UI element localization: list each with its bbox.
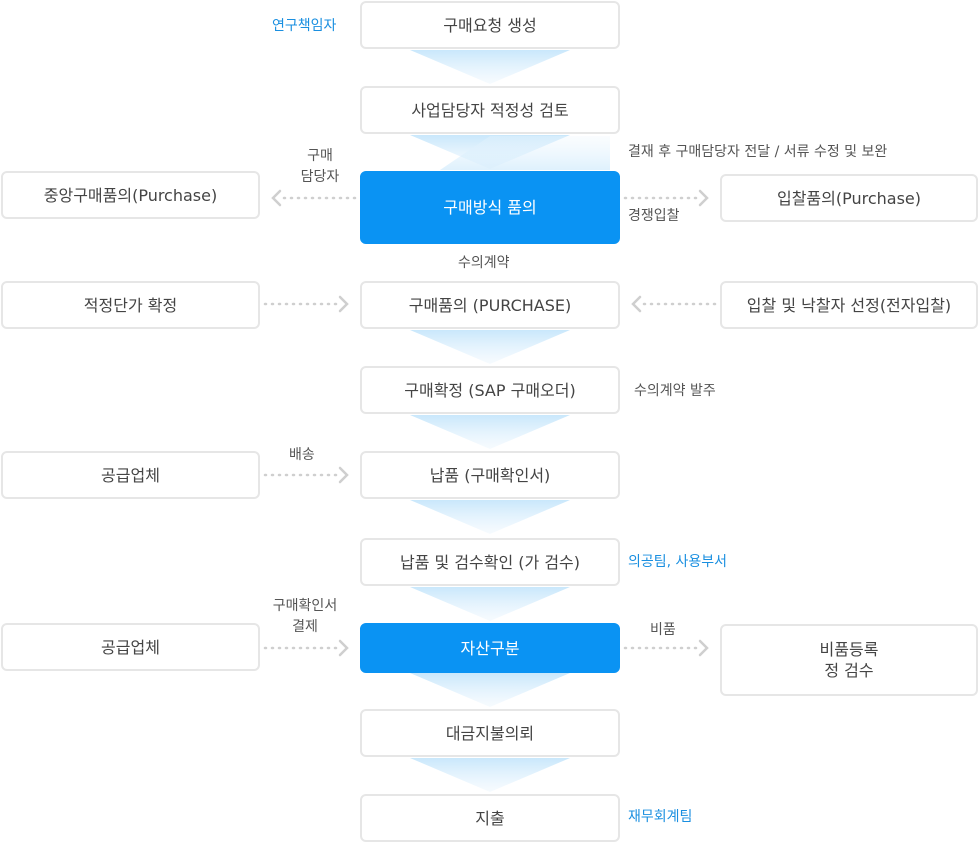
- arrowhead-right-icon: [338, 466, 349, 484]
- arrowhead-left-icon: [271, 189, 282, 207]
- arrowhead-right-icon: [698, 639, 709, 657]
- equipment-line-1: 비품등록: [819, 640, 879, 659]
- arrowhead-right-icon: [338, 639, 349, 657]
- step-purchase-method-approval: 구매방식 품의: [360, 171, 620, 244]
- step-purchase-approval: 구매품의 (PURCHASE): [360, 281, 620, 329]
- role-finance: 재무회계팀: [628, 809, 693, 825]
- chevron-down-icon: [410, 587, 570, 621]
- box-supplier-payment: 공급업체: [1, 623, 260, 671]
- label-delivery: 배송: [289, 447, 315, 463]
- label-purchase-manager-1: 구매: [307, 148, 333, 164]
- box-bid-selection: 입찰 및 낙찰자 선정(전자입찰): [720, 281, 978, 329]
- chevron-down-icon: [410, 50, 570, 84]
- step-purchase-request: 구매요청 생성: [360, 1, 620, 49]
- box-central-purchase-approval: 중앙구매품의(Purchase): [1, 171, 260, 219]
- chevron-down-icon: [410, 758, 570, 792]
- box-supplier-delivery: 공급업체: [1, 451, 260, 499]
- step-purchase-confirm: 구매확정 (SAP 구매오더): [360, 366, 620, 414]
- chevron-down-icon: [410, 330, 570, 364]
- box-bid-approval: 입찰품의(Purchase): [720, 174, 978, 222]
- chevron-up-icon: [440, 136, 610, 170]
- chevron-down-icon: [410, 673, 570, 707]
- label-payment-2: 결제: [292, 619, 318, 635]
- chevron-down-icon: [410, 500, 570, 534]
- label-private-order: 수의계약 발주: [634, 383, 716, 399]
- label-payment-1: 구매확인서: [272, 598, 338, 614]
- equipment-line-2: 정 검수: [824, 661, 874, 680]
- box-equipment-registration: 비품등록 정 검수: [720, 624, 978, 696]
- label-approval-note: 결재 후 구매담당자 전달 / 서류 수정 및 보완: [628, 144, 888, 160]
- step-asset-classification: 자산구분: [360, 623, 620, 673]
- label-private-contract: 수의계약: [458, 255, 510, 271]
- chevron-down-icon: [410, 415, 570, 449]
- label-purchase-manager-2: 담당자: [300, 169, 340, 185]
- label-bidding: 경쟁입찰: [628, 208, 680, 224]
- box-fair-price-confirm: 적정단가 확정: [1, 281, 260, 329]
- step-payment-request: 대금지불의뢰: [360, 709, 620, 757]
- arrowhead-left-icon: [631, 295, 642, 313]
- role-inspection: 의공팀, 사용부서: [628, 554, 728, 570]
- arrowhead-right-icon: [338, 295, 349, 313]
- step-delivery-inspection: 납품 및 검수확인 (가 검수): [360, 538, 620, 586]
- step-expenditure: 지출: [360, 794, 620, 842]
- label-payment: 구매확인서 결제: [262, 597, 348, 636]
- step-delivery: 납품 (구매확인서): [360, 451, 620, 499]
- role-requester: 연구책임자: [272, 18, 337, 34]
- label-equipment: 비품: [650, 622, 676, 638]
- label-purchase-manager: 구매 담당자: [292, 147, 348, 186]
- arrowhead-right-icon: [698, 189, 709, 207]
- step-appropriateness-review: 사업담당자 적정성 검토: [360, 86, 620, 134]
